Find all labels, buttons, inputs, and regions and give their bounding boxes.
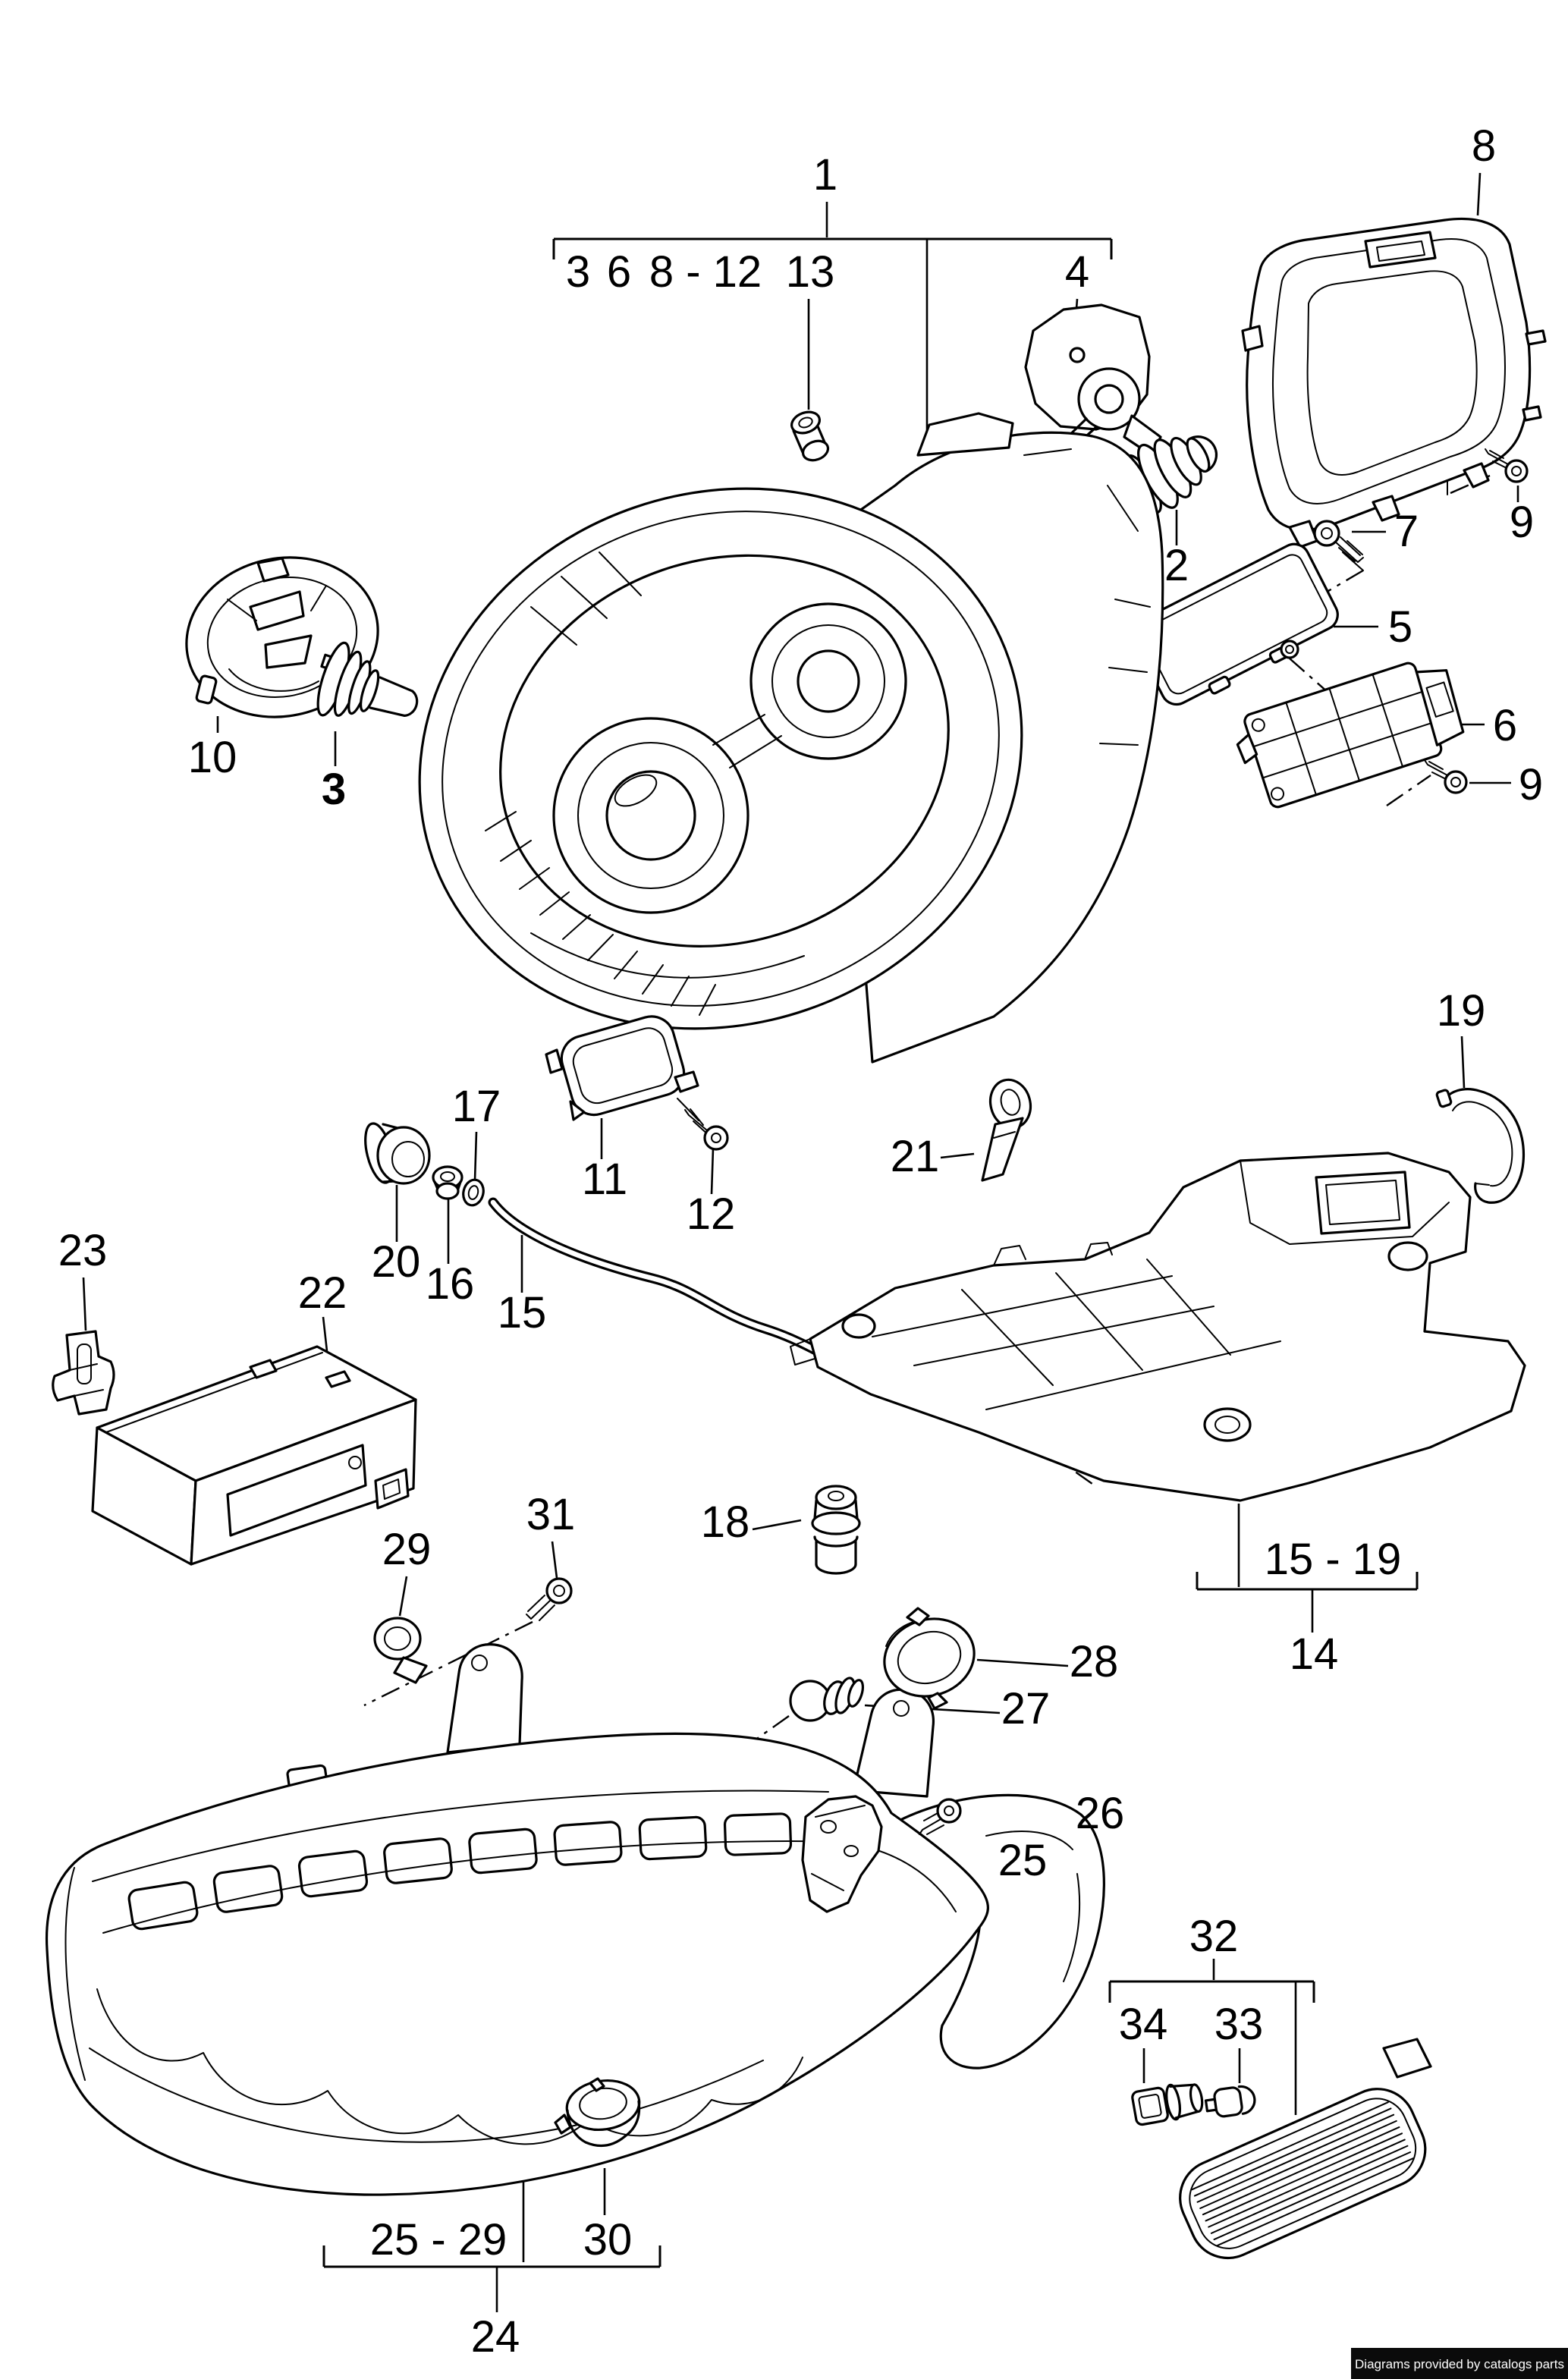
callout-34: 34 xyxy=(1119,2000,1168,2049)
main-headlight-drawing xyxy=(418,412,1164,1064)
callout-4: 4 xyxy=(1065,247,1089,297)
bracket-part25 xyxy=(801,1795,883,1913)
headlight-cover-part8 xyxy=(1241,217,1547,548)
screw-part7 xyxy=(1313,520,1364,563)
callout-9-lower: 9 xyxy=(1519,760,1543,809)
callout-21: 21 xyxy=(891,1132,940,1181)
screw-part26 xyxy=(919,1798,962,1835)
callout-10: 10 xyxy=(188,733,237,782)
callout-17: 17 xyxy=(452,1082,501,1131)
u-clip-part19 xyxy=(1435,1088,1526,1204)
group32-bracket xyxy=(1108,1959,1315,2115)
lower-headlight-drawing xyxy=(45,1643,1105,2196)
grommet-part16 xyxy=(432,1165,463,1200)
callout-24: 24 xyxy=(471,2312,520,2362)
callout-11: 11 xyxy=(582,1155,627,1204)
callout-28: 28 xyxy=(1070,1637,1119,1686)
bulb-part27 xyxy=(789,1677,865,1722)
callout-16: 16 xyxy=(426,1259,475,1309)
callout-6: 6 xyxy=(1493,701,1517,750)
callout-5: 5 xyxy=(1388,602,1412,652)
grommet-part20 xyxy=(364,1122,431,1185)
clip-part29 xyxy=(373,1617,428,1684)
callout-6-top: 6 xyxy=(607,247,631,297)
hook-clip-part21 xyxy=(981,1078,1032,1182)
callout-18: 18 xyxy=(701,1497,750,1547)
callout-12: 12 xyxy=(687,1190,736,1239)
callout-9-upper: 9 xyxy=(1510,498,1534,547)
callout-26: 26 xyxy=(1076,1789,1125,1838)
callout-23: 23 xyxy=(58,1226,108,1275)
side-marker-socket-part34 xyxy=(1131,2083,1204,2126)
callout-3-top: 3 xyxy=(566,247,590,297)
callout-8-12: 8 - 12 xyxy=(649,247,762,297)
callout-14: 14 xyxy=(1290,1629,1339,1679)
watermark-background xyxy=(1351,2348,1568,2379)
bulb-part3 xyxy=(316,641,419,718)
callout-7: 7 xyxy=(1394,507,1419,556)
callout-19: 19 xyxy=(1437,986,1486,1036)
carrier-panel-part14 xyxy=(790,1152,1526,1502)
callout-25: 25 xyxy=(998,1836,1048,1885)
callout-3-bold: 3 xyxy=(322,765,346,814)
bracket-part6 xyxy=(1236,662,1465,809)
side-marker-lens-part32 xyxy=(1179,2038,1432,2260)
callout-20: 20 xyxy=(372,1237,421,1287)
callout-32: 32 xyxy=(1189,1912,1239,1961)
callout-27: 27 xyxy=(1001,1684,1051,1733)
callout-25-29: 25 - 29 xyxy=(370,2215,507,2264)
leveling-motor-part4 xyxy=(1024,303,1162,470)
screw-part31 xyxy=(526,1577,573,1621)
callout-2: 2 xyxy=(1164,541,1189,590)
callout-15-19: 15 - 19 xyxy=(1265,1535,1402,1584)
screw-part9-lower xyxy=(1424,759,1468,794)
callout-31: 31 xyxy=(526,1490,576,1539)
watermark-text: Diagrams provided by catalogs parts xyxy=(1355,2357,1564,2371)
callout-15: 15 xyxy=(498,1288,547,1337)
side-marker-bulb-part33 xyxy=(1204,2085,1256,2118)
callout-22: 22 xyxy=(298,1268,347,1318)
screw-part12 xyxy=(684,1108,729,1151)
group1-bracket xyxy=(552,202,1113,454)
group14-bracket xyxy=(1196,1504,1419,1633)
callout-labels: 1 3 6 8 - 12 13 4 8 9 7 2 5 6 9 10 3 19 … xyxy=(58,121,1543,2362)
callout-13: 13 xyxy=(786,247,835,297)
holder-ring-part30 xyxy=(554,2077,641,2148)
socket-part13 xyxy=(790,410,830,462)
callout-33: 33 xyxy=(1214,2000,1264,2049)
control-unit-part22 xyxy=(91,1345,417,1566)
clip-part23 xyxy=(52,1330,115,1416)
washer-part17 xyxy=(462,1178,485,1207)
gasket-part11 xyxy=(545,1015,699,1121)
screw-part9-upper xyxy=(1485,448,1529,483)
callout-1: 1 xyxy=(813,150,837,200)
callout-8: 8 xyxy=(1472,121,1496,171)
callout-30: 30 xyxy=(583,2215,633,2264)
ring-part28 xyxy=(883,1607,976,1710)
callout-29: 29 xyxy=(382,1525,432,1574)
buffer-part18 xyxy=(811,1485,861,1575)
watermark-banner: Diagrams provided by catalogs parts xyxy=(1351,2348,1568,2379)
